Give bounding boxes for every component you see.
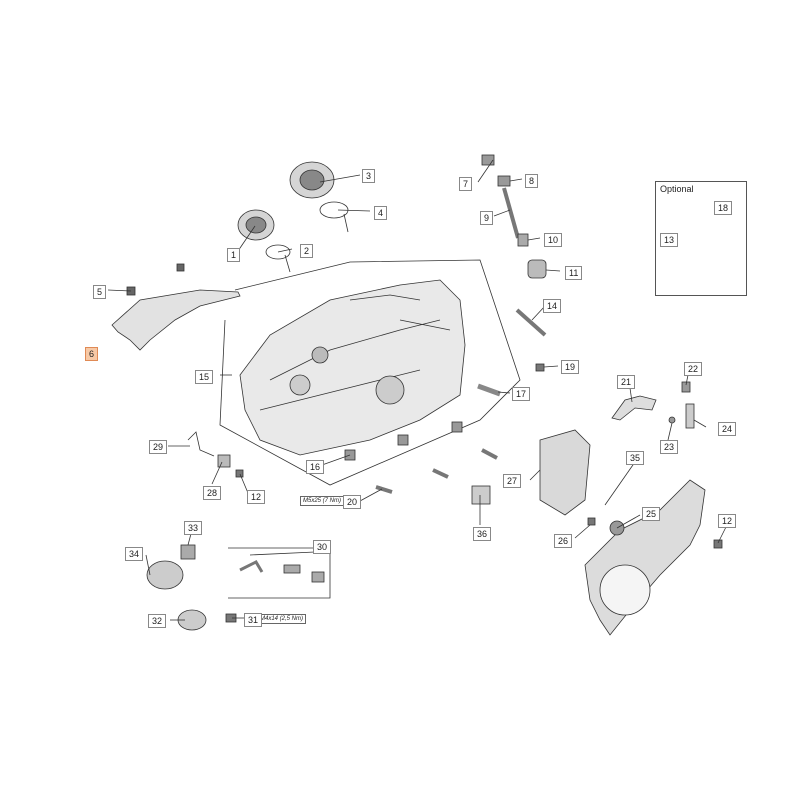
fuel-hose-part-9: [502, 187, 520, 239]
oil-pump-part-34: [146, 560, 184, 590]
callout-35[interactable]: 35: [626, 451, 645, 465]
callout-12-left[interactable]: 12: [247, 490, 266, 504]
callout-10[interactable]: 10: [544, 233, 563, 247]
callout-29[interactable]: 29: [149, 440, 168, 454]
callout-3[interactable]: 3: [362, 169, 376, 183]
bumper-part-36: [471, 485, 491, 505]
oil-pump-group-outline: [228, 547, 331, 599]
stud-part-17: [477, 383, 501, 397]
nut-part-19: [535, 363, 545, 372]
callout-36[interactable]: 36: [473, 527, 492, 541]
callout-31[interactable]: 31: [244, 613, 263, 627]
cover-part-27: [539, 429, 591, 516]
screw-part-20c: [481, 448, 498, 460]
spring-part-24: [685, 403, 695, 429]
grommet-part-8: [497, 175, 511, 187]
callout-20[interactable]: 20: [343, 495, 362, 509]
callout-13[interactable]: 13: [660, 233, 679, 247]
callout-28[interactable]: 28: [203, 486, 222, 500]
callout-34[interactable]: 34: [125, 547, 144, 561]
callout-8[interactable]: 8: [525, 174, 539, 188]
cap-part-3: [289, 161, 335, 199]
callout-33[interactable]: 33: [184, 521, 203, 535]
screw-part-5b: [176, 263, 185, 272]
callout-32[interactable]: 32: [148, 614, 167, 628]
callout-23[interactable]: 23: [660, 440, 679, 454]
screw-part-12b: [713, 539, 723, 549]
callout-18[interactable]: 18: [714, 201, 733, 215]
spec-label-20: M5x25 (7 Nm): [300, 496, 345, 506]
bush-part-16c: [451, 421, 463, 433]
callout-26[interactable]: 26: [554, 534, 573, 548]
callout-11[interactable]: 11: [565, 266, 583, 280]
callout-15[interactable]: 15: [195, 370, 214, 384]
valve-part-30b: [283, 564, 301, 574]
callout-22[interactable]: 22: [684, 362, 703, 376]
spec-label-31: M4x14 (2,5 Nm): [257, 614, 307, 624]
callout-25[interactable]: 25: [642, 507, 661, 521]
callout-21[interactable]: 21: [617, 375, 636, 389]
bush-part-16b: [397, 434, 409, 446]
callout-5[interactable]: 5: [93, 285, 107, 299]
optional-title: Optional: [660, 184, 694, 194]
hose-part-30a: [239, 560, 264, 573]
callout-24[interactable]: 24: [718, 422, 737, 436]
callout-17[interactable]: 17: [512, 387, 531, 401]
crankcase-part: [239, 279, 466, 456]
callout-4[interactable]: 4: [374, 206, 388, 220]
fitting-part-7: [481, 154, 495, 166]
screw-part-12a: [235, 469, 244, 478]
callout-30[interactable]: 30: [313, 540, 332, 554]
callout-16[interactable]: 16: [306, 460, 325, 474]
filter-part-11: [527, 259, 547, 279]
washer-part-23: [668, 416, 676, 424]
callout-12-right[interactable]: 12: [718, 514, 737, 528]
callout-2[interactable]: 2: [300, 244, 314, 258]
callout-9[interactable]: 9: [480, 211, 494, 225]
crankcase-group-outline: [219, 259, 521, 486]
heat-shield-part: [111, 289, 241, 351]
pin-part-14: [515, 308, 547, 337]
callout-1[interactable]: 1: [227, 248, 241, 262]
callout-19[interactable]: 19: [561, 360, 580, 374]
connector-part-10: [517, 233, 529, 247]
lever-part-21: [611, 395, 657, 421]
o-ring-part-2: [265, 244, 291, 260]
callout-7[interactable]: 7: [459, 177, 473, 191]
callout-27[interactable]: 27: [503, 474, 522, 488]
callout-14[interactable]: 14: [543, 299, 562, 313]
clutch-cover-part-35: [584, 479, 706, 636]
valve-part-33: [180, 544, 196, 560]
callout-6[interactable]: 6: [85, 347, 99, 361]
sleeve-part-30c: [311, 571, 325, 583]
cap-part-1: [237, 209, 275, 241]
screw-part-26: [587, 517, 596, 526]
screw-part-20a: [375, 485, 393, 494]
wire-part-29: [187, 431, 215, 457]
clip-part-28: [217, 454, 231, 468]
sleeve-part-22: [681, 381, 691, 393]
screw-part-20b: [432, 468, 449, 479]
